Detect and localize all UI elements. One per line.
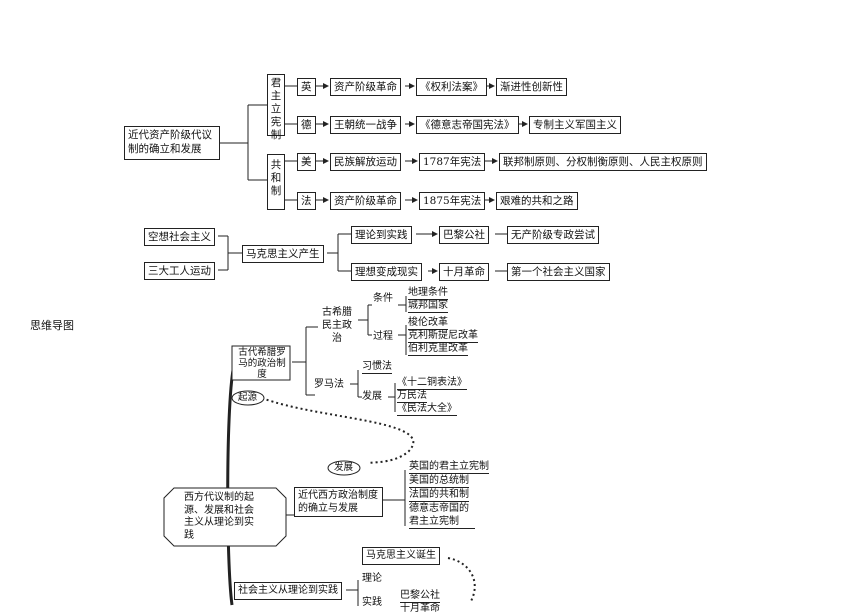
october-leaf: 十月革命 xyxy=(400,603,440,614)
group-republic: 共和制 xyxy=(267,154,285,210)
doc-france: 1875年宪法 xyxy=(419,192,486,211)
event-france: 资产阶级革命 xyxy=(330,192,401,211)
result-usa: 联邦制原则、分权制衡原则、人民主权原则 xyxy=(499,153,707,172)
country-germany: 德 xyxy=(297,116,316,135)
workers-movements: 三大工人运动 xyxy=(144,262,215,281)
country-france: 法 xyxy=(297,192,316,211)
event-germany: 王朝统一战争 xyxy=(330,116,401,135)
root-node: 近代资产阶级代议制的确立和发展 xyxy=(124,126,220,160)
process-label: 过程 xyxy=(373,331,393,342)
theory-to-practice: 理论到实践 xyxy=(351,226,412,245)
uk-monarchy: 英国的君主立宪制 xyxy=(409,461,489,474)
reform-cleisthenes: 克利斯提尼改革 xyxy=(408,330,478,343)
us-presidential: 美国的总统制 xyxy=(409,475,469,488)
result-france: 艰难的共和之路 xyxy=(496,192,578,211)
result-germany: 专制主义军国主义 xyxy=(529,116,621,135)
cond-city-state: 城邦国家 xyxy=(408,300,448,313)
twelve-tables: 《十二铜表法》 xyxy=(397,377,467,390)
develop-label: 发展 xyxy=(362,391,382,402)
result-britain: 渐进性创新性 xyxy=(496,78,567,97)
custom-law: 习惯法 xyxy=(362,361,392,374)
country-britain: 英 xyxy=(297,78,316,97)
proletarian-dictatorship: 无产阶级专政尝试 xyxy=(507,226,599,245)
mindmap-caption: 思维导图 xyxy=(30,319,74,332)
first-socialist-state: 第一个社会主义国家 xyxy=(507,263,610,282)
modern-politics-node: 近代西方政治制度的确立与发展 xyxy=(294,487,383,517)
marxism-node: 马克思主义诞生 xyxy=(362,547,440,565)
french-republic: 法国的共和制 xyxy=(409,489,469,502)
marxism-birth: 马克思主义产生 xyxy=(242,245,324,264)
reform-solon: 梭伦改革 xyxy=(408,317,448,330)
socialism-node: 社会主义从理论到实践 xyxy=(234,582,342,600)
group-constitutional-monarchy: 君主立宪制 xyxy=(267,74,285,141)
paris-commune: 巴黎公社 xyxy=(439,226,489,245)
theory-label: 理论 xyxy=(362,573,382,584)
doc-germany: 《德意志帝国宪法》 xyxy=(416,116,519,135)
october-revolution: 十月革命 xyxy=(439,263,489,282)
german-monarchy: 德意志帝国的君主立宪制 xyxy=(409,502,475,529)
practice-label: 实践 xyxy=(362,597,382,608)
mindmap-center: 西方代议制的起源、发展和社会主义从理论到实践 xyxy=(184,492,254,541)
utopian-socialism: 空想社会主义 xyxy=(144,228,215,247)
country-usa: 美 xyxy=(297,153,316,172)
event-usa: 民族解放运动 xyxy=(330,153,401,172)
event-britain: 资产阶级革命 xyxy=(330,78,401,97)
origin-tag: 起源 xyxy=(238,392,258,403)
cond-geography: 地理条件 xyxy=(408,287,448,300)
doc-britain: 《权利法案》 xyxy=(416,78,487,97)
jus-gentium: 万民法 xyxy=(397,390,427,403)
roman-law: 罗马法 xyxy=(314,379,344,390)
condition-label: 条件 xyxy=(373,293,393,304)
corpus-juris: 《民法大全》 xyxy=(397,403,457,416)
reform-pericles: 伯利克里改革 xyxy=(408,343,468,356)
ideal-to-reality: 理想变成现实 xyxy=(351,263,422,282)
develop-tag: 发展 xyxy=(334,462,354,473)
doc-usa: 1787年宪法 xyxy=(419,153,486,172)
greek-democracy: 古希腊民主政治 xyxy=(322,307,352,344)
greek-roman-node: 古代希腊罗马的政治制度 xyxy=(238,347,286,380)
paris-commune-leaf: 巴黎公社 xyxy=(400,590,440,603)
